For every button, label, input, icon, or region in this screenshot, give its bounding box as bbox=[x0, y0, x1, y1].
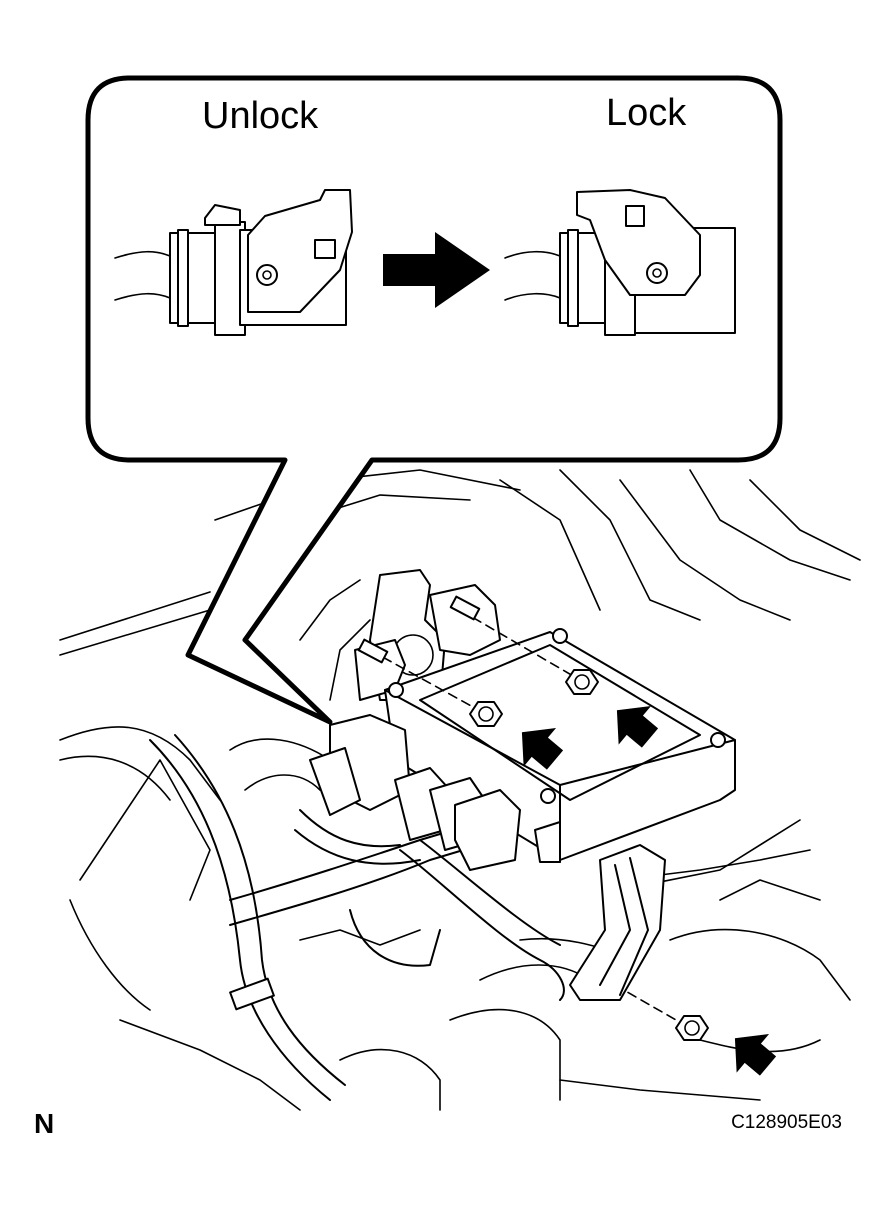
mounting-bracket bbox=[354, 569, 501, 701]
lower-bracket bbox=[569, 844, 666, 1001]
install-arrow-icon bbox=[521, 705, 777, 1076]
bolt-axis-lines bbox=[369, 609, 691, 1029]
unlock-connector-icon bbox=[114, 189, 353, 336]
arrow-right-icon bbox=[383, 232, 490, 308]
callout-bubble bbox=[85, 75, 783, 725]
module-connectors bbox=[294, 714, 521, 871]
lock-label: Lock bbox=[606, 92, 687, 134]
wire-harness bbox=[149, 734, 565, 1101]
orientation-mark: N bbox=[34, 1108, 54, 1139]
figure-code: C128905E03 bbox=[731, 1112, 842, 1133]
vehicle-structure bbox=[59, 469, 861, 1111]
unlock-label: Unlock bbox=[202, 95, 319, 137]
nut-icon bbox=[469, 669, 709, 1041]
lock-connector-icon bbox=[504, 189, 736, 336]
